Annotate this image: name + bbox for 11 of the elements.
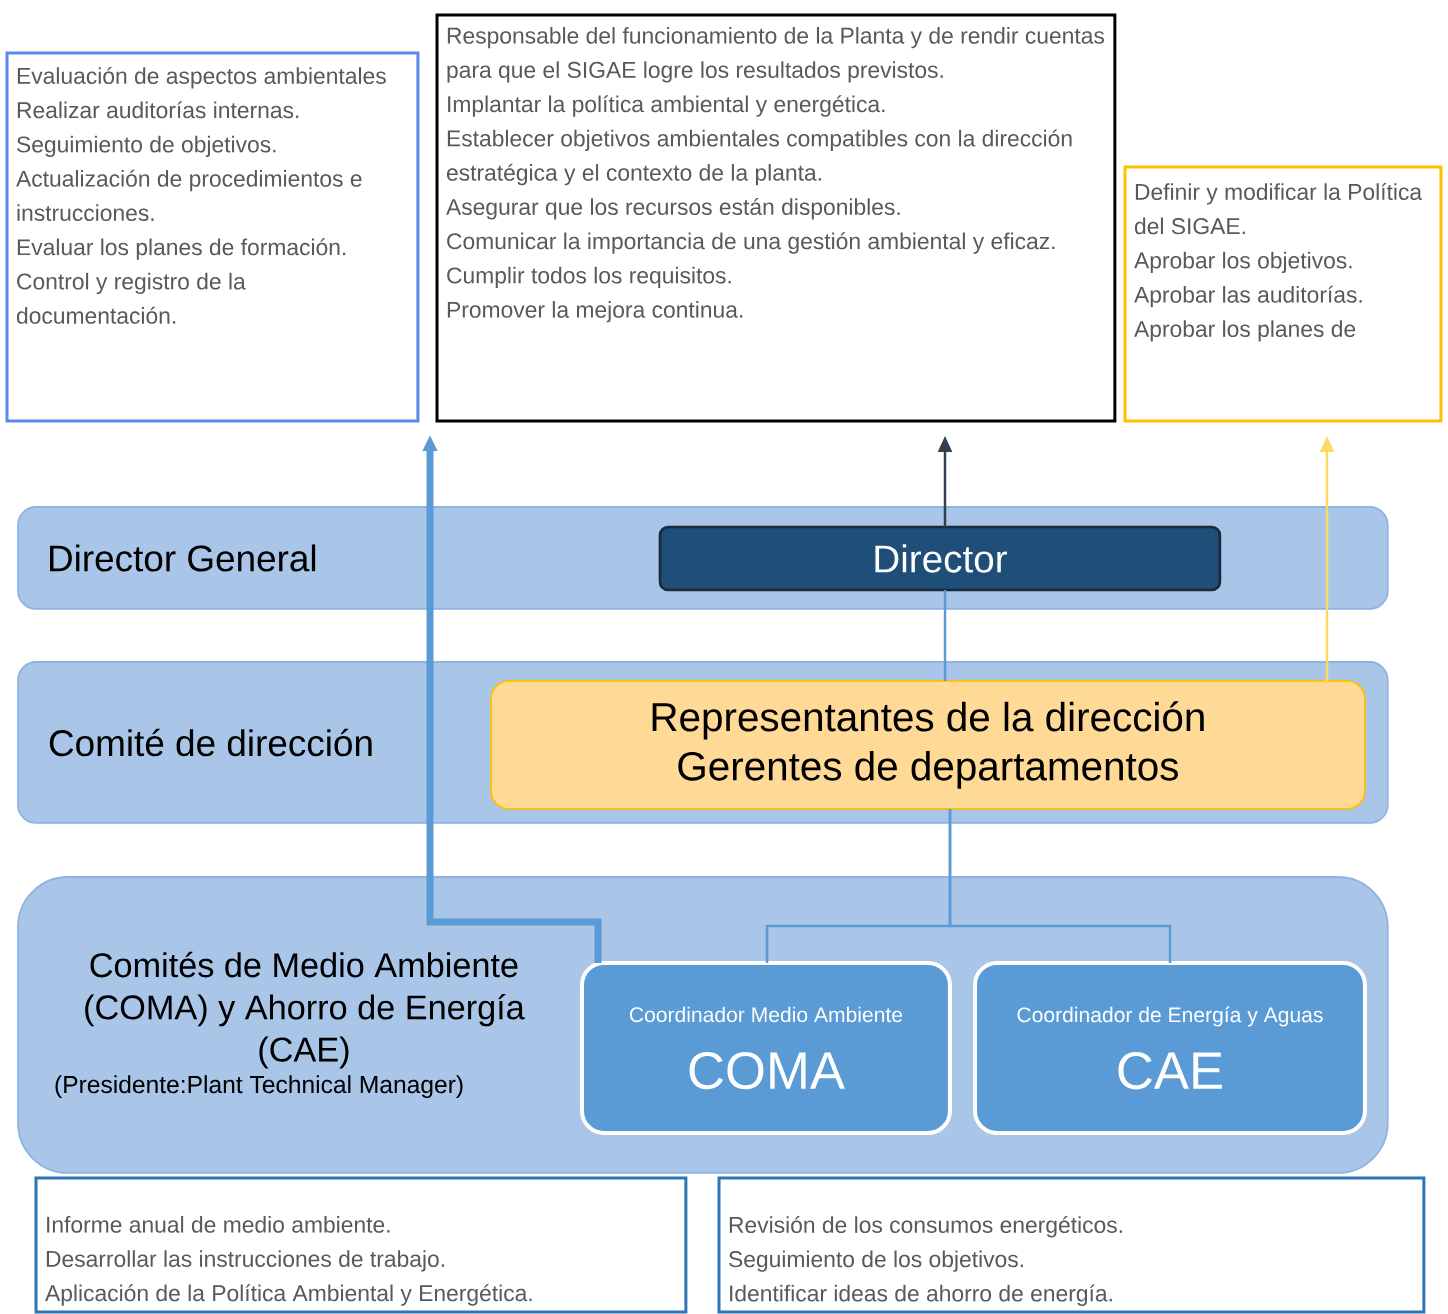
text-box: Informe anual de medio ambiente. Desarrollar las instrucciones de trabajo. Aplicación de la Política Ambiental y Energética. [34, 1176, 688, 1314]
role-box: Representantes de la dirección Gerentes de departamentos [490, 680, 1366, 810]
text-box: Responsable del funcionamiento de la Planta y de rendir cuentas para que el SIGAE logre los resultados previstos. Implantar la política ambiental y energética. Establecer objetivos ambientales compatibles con la dirección estratégica y el contexto de la planta. Asegurar que los recursos están disponibles. Comunicar la importancia de una gestión ambiental y eficaz. Cumplir todos los requisitos. Promover la mejora continua. [435, 13, 1117, 423]
coordinator-box: Coordinador Medio Ambiente COMA [580, 961, 952, 1135]
text-box: Revisión de los consumos energéticos. Seguimiento de los objetivos. Identificar ideas de ahorro de energía. [717, 1176, 1426, 1314]
text-box: Definir y modificar la Política del SIGAE. Aprobar los objetivos. Aprobar las auditorías. Aprobar los planes de [1123, 165, 1443, 423]
connector-line [948, 809, 1172, 963]
text-box: Evaluación de aspectos ambientales Realizar auditorías internas. Seguimiento de objetivos. Actualización de procedimientos e instrucciones. Evaluar los planes de formación. Control y registro de la documentación. [5, 51, 420, 423]
connector-line [943, 590, 947, 681]
coordinator-box: Coordinador de Energía y Aguas CAE [973, 961, 1367, 1135]
director-box: Director [658, 525, 1222, 592]
